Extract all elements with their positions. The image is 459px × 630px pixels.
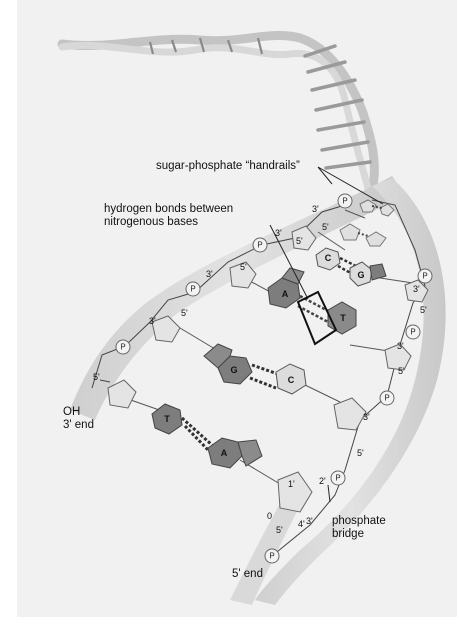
svg-text:A: A bbox=[221, 448, 228, 458]
svg-text:1': 1' bbox=[288, 479, 295, 489]
svg-text:P: P bbox=[190, 285, 195, 294]
svg-text:P: P bbox=[410, 328, 415, 337]
svg-text:5': 5' bbox=[398, 366, 405, 376]
base-pair-4: C G bbox=[316, 248, 386, 286]
hydrogen-bonds-label-line2: nitrogenous bases bbox=[104, 216, 198, 229]
base-pair-1: T A bbox=[152, 404, 262, 468]
svg-text:5': 5' bbox=[181, 308, 188, 318]
phosphate-left-1: P bbox=[116, 340, 130, 354]
svg-text:5': 5' bbox=[322, 222, 329, 232]
svg-text:G: G bbox=[230, 365, 237, 375]
phosphate-bridge-label-line1: phosphate bbox=[332, 515, 386, 528]
svg-text:A: A bbox=[282, 289, 289, 299]
base-g-upper: G bbox=[350, 262, 386, 286]
svg-text:0: 0 bbox=[267, 511, 272, 521]
base-c-upper: C bbox=[316, 248, 340, 270]
svg-text:5': 5' bbox=[296, 236, 303, 246]
svg-text:5': 5' bbox=[420, 305, 427, 315]
svg-text:3': 3' bbox=[312, 204, 319, 214]
svg-text:5': 5' bbox=[240, 262, 247, 272]
svg-text:2': 2' bbox=[319, 476, 326, 486]
svg-text:3': 3' bbox=[413, 284, 420, 294]
svg-text:P: P bbox=[269, 552, 274, 561]
five-prime-end-label: 5' end bbox=[232, 568, 263, 581]
hydrogen-bonds-label-line1: hydrogen bonds between bbox=[104, 203, 233, 216]
svg-text:P: P bbox=[257, 241, 262, 250]
handrails-label: sugar-phosphate “handrails” bbox=[156, 160, 300, 173]
svg-text:T: T bbox=[164, 414, 170, 424]
svg-text:3': 3' bbox=[363, 412, 370, 422]
svg-text:3': 3' bbox=[397, 341, 404, 351]
svg-text:P: P bbox=[335, 474, 340, 483]
svg-text:P: P bbox=[384, 394, 389, 403]
phosphate-right-2: P bbox=[406, 325, 420, 339]
base-t-upper: T bbox=[328, 302, 356, 334]
phosphate-bottom: P bbox=[265, 549, 279, 563]
svg-text:G: G bbox=[357, 270, 364, 280]
svg-text:5': 5' bbox=[357, 448, 364, 458]
svg-text:3': 3' bbox=[206, 269, 213, 279]
base-a-lower: A bbox=[208, 438, 262, 468]
phosphate-bridge-label-line2: bridge bbox=[332, 528, 364, 541]
svg-text:P: P bbox=[120, 343, 125, 352]
svg-text:5': 5' bbox=[276, 525, 283, 535]
phosphate-right-4: P bbox=[331, 471, 345, 485]
svg-text:C: C bbox=[325, 253, 332, 263]
base-c: C bbox=[276, 364, 306, 394]
phosphate-right-1: P bbox=[418, 269, 432, 283]
three-prime-end-label: 3' end bbox=[63, 419, 94, 432]
svg-text:3': 3' bbox=[149, 316, 156, 326]
svg-text:3': 3' bbox=[306, 516, 313, 526]
svg-text:5': 5' bbox=[93, 372, 100, 382]
svg-text:4': 4' bbox=[298, 519, 305, 529]
base-pair-2: G C bbox=[204, 344, 306, 394]
oh-label: OH bbox=[63, 406, 80, 419]
hydrogen-bond-highlight-box bbox=[298, 292, 336, 344]
phosphate-left-4: P bbox=[338, 194, 352, 208]
base-g: G bbox=[204, 344, 252, 384]
svg-text:P: P bbox=[342, 197, 347, 206]
svg-text:C: C bbox=[288, 375, 295, 385]
base-pair-3: A T bbox=[268, 268, 356, 344]
phosphate-right-3: P bbox=[380, 391, 394, 405]
svg-text:T: T bbox=[340, 313, 346, 323]
phosphate-left-2: P bbox=[186, 282, 200, 296]
svg-text:P: P bbox=[422, 272, 427, 281]
phosphate-left-3: P bbox=[253, 238, 267, 252]
